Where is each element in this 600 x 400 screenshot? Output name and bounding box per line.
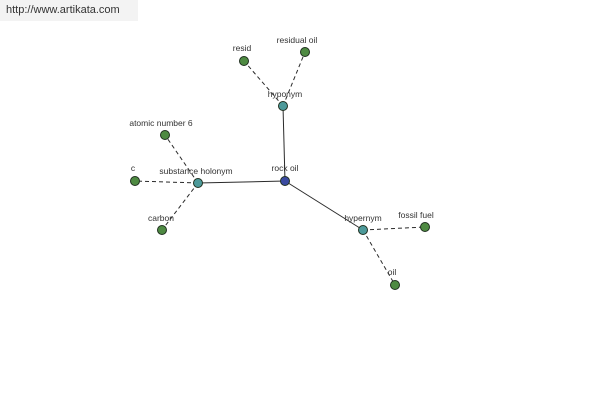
edge-hyponym-to-resid <box>243 60 284 107</box>
node-hyponym[interactable]: hyponym <box>268 89 303 111</box>
node-label-hypernym[interactable]: hypernym <box>344 213 381 223</box>
edge-layer <box>134 51 426 286</box>
node-dot-c[interactable] <box>130 176 140 186</box>
node-dot-fossil-fuel[interactable] <box>420 222 430 232</box>
edge-substance-holonym-to-atomic-number-6 <box>164 134 199 184</box>
node-label-resid[interactable]: resid <box>233 43 252 53</box>
edge-rock-oil-to-hypernym <box>284 180 364 231</box>
source-link[interactable]: http://www.artikata.com <box>6 4 120 16</box>
node-resid[interactable]: resid <box>233 43 252 66</box>
node-dot-rock-oil[interactable] <box>280 176 290 186</box>
node-layer: rock oil hyponym substance holonym hypernym… <box>129 35 434 290</box>
edge-rock-oil-to-hyponym <box>282 105 286 182</box>
node-residual-oil[interactable]: residual oil <box>277 35 318 57</box>
node-hypernym[interactable]: hypernym <box>344 213 382 235</box>
node-dot-carbon[interactable] <box>157 225 167 235</box>
node-atomic-number-6[interactable]: atomic number 6 <box>129 118 193 140</box>
node-dot-substance-holonym[interactable] <box>193 178 203 188</box>
node-dot-oil[interactable] <box>390 280 400 290</box>
node-label-hyponym[interactable]: hyponym <box>268 89 303 99</box>
node-label-substance-holonym[interactable]: substance holonym <box>159 166 232 176</box>
node-substance-holonym[interactable]: substance holonym <box>159 166 233 188</box>
edge-hypernym-to-oil <box>362 229 396 286</box>
node-label-atomic-number-6[interactable]: atomic number 6 <box>129 118 193 128</box>
node-label-oil[interactable]: oil <box>388 267 397 277</box>
node-oil[interactable]: oil <box>388 267 400 290</box>
node-label-rock-oil[interactable]: rock oil <box>272 163 299 173</box>
edge-rock-oil-to-substance-holonym <box>197 180 286 184</box>
edge-substance-holonym-to-c <box>134 180 199 184</box>
edge-hypernym-to-fossil-fuel <box>362 226 426 231</box>
node-dot-resid[interactable] <box>239 56 249 66</box>
node-rock-oil[interactable]: rock oil <box>272 163 299 186</box>
node-dot-atomic-number-6[interactable] <box>160 130 170 140</box>
node-dot-hyponym[interactable] <box>278 101 288 111</box>
node-dot-hypernym[interactable] <box>358 225 368 235</box>
edge-substance-holonym-to-carbon <box>161 182 199 231</box>
node-label-residual-oil[interactable]: residual oil <box>277 35 318 45</box>
node-c[interactable]: c <box>130 163 140 186</box>
node-label-carbon[interactable]: carbon <box>148 213 174 223</box>
node-fossil-fuel[interactable]: fossil fuel <box>398 210 434 232</box>
node-carbon[interactable]: carbon <box>148 213 174 235</box>
source-banner: http://www.artikata.com <box>0 0 138 21</box>
node-label-c[interactable]: c <box>131 163 136 173</box>
node-label-fossil-fuel[interactable]: fossil fuel <box>398 210 434 220</box>
edge-hyponym-to-residual-oil <box>282 51 306 107</box>
node-dot-residual-oil[interactable] <box>300 47 310 57</box>
